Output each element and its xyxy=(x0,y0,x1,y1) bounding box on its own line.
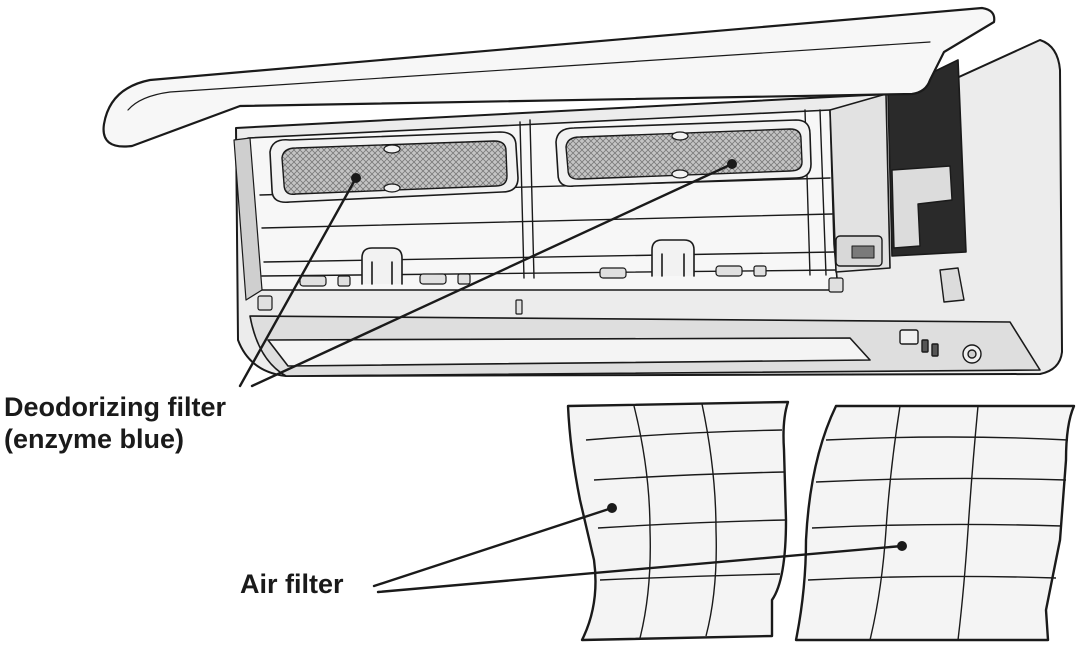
air-filter-label: Air filter xyxy=(240,568,344,600)
indoor-unit xyxy=(104,8,1062,376)
air-filter-label-text: Air filter xyxy=(240,568,344,600)
air-filter-right xyxy=(796,406,1074,640)
air-filter-left xyxy=(568,402,788,640)
deodorizing-filter-label: Deodorizing filter (enzyme blue) xyxy=(4,391,226,455)
deodorizing-filter-right xyxy=(556,120,811,186)
deodorizing-filter-label-line1: Deodorizing filter xyxy=(4,391,226,423)
deodorizing-filter-label-line2: (enzyme blue) xyxy=(4,423,226,455)
sensor-window xyxy=(852,246,874,258)
deodorizing-filter-left xyxy=(270,132,518,202)
